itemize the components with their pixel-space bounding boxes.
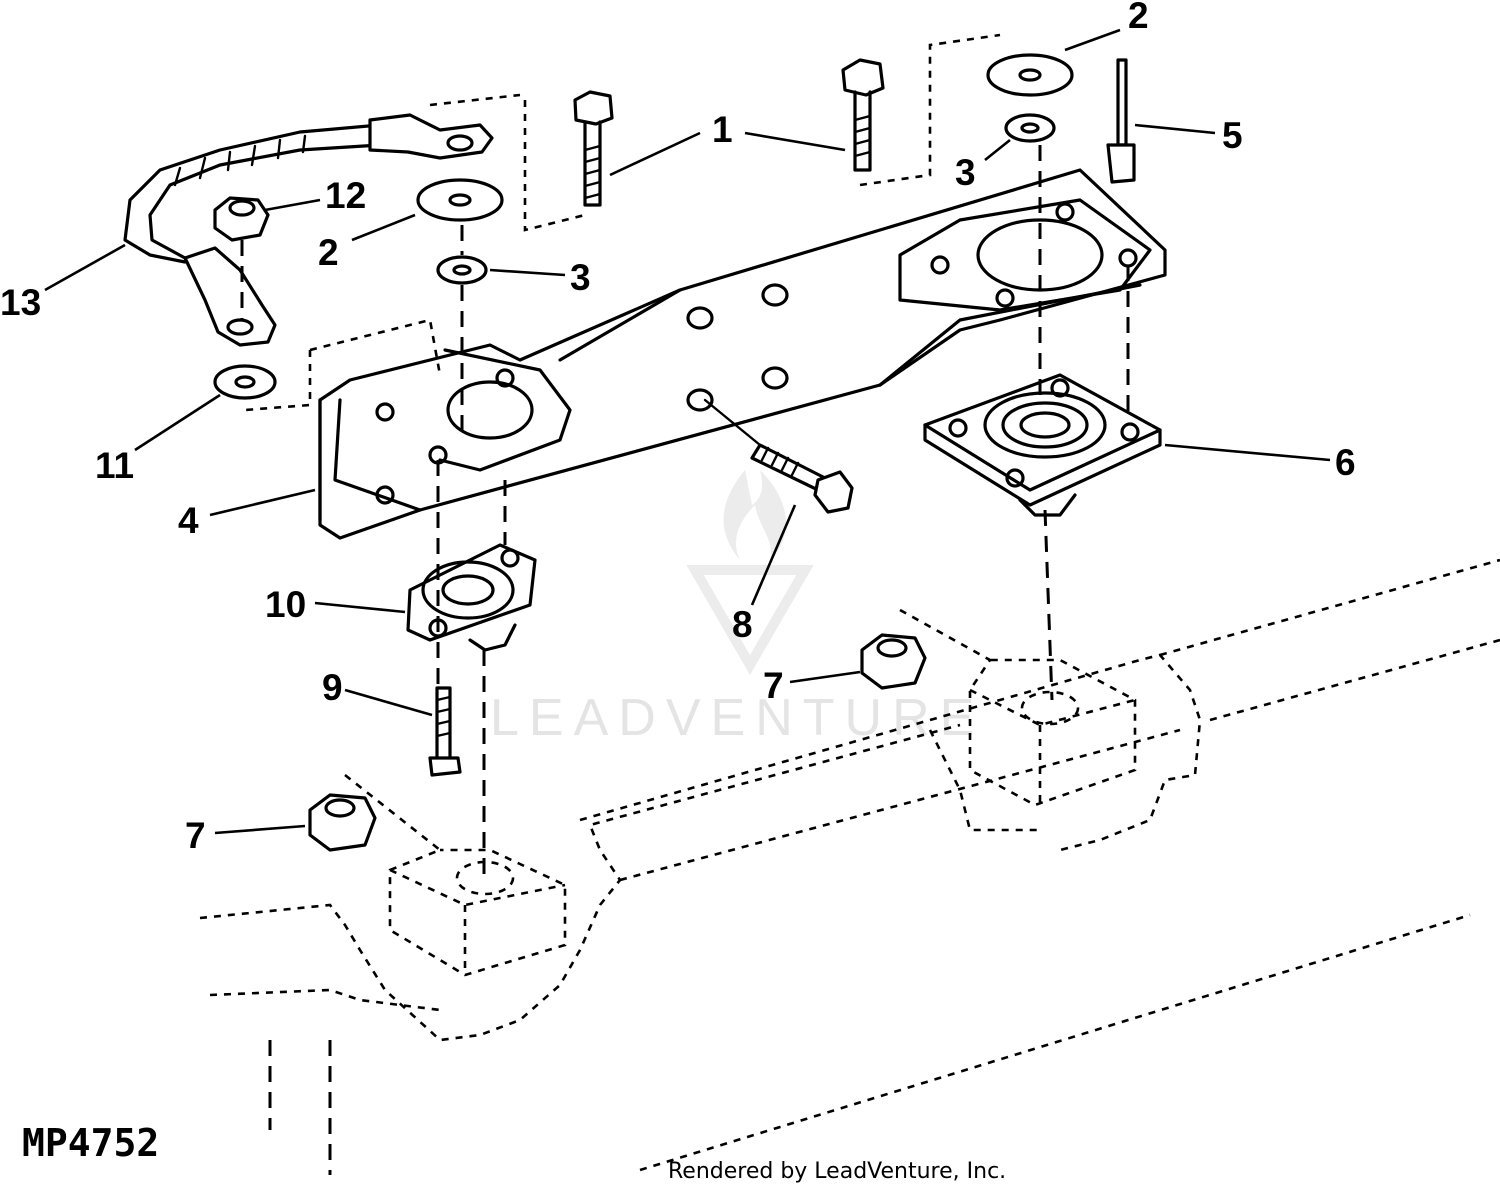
pin [1106,58,1136,184]
callout-7-left: 7 [185,815,206,856]
watermark: LEADVENTURE [490,470,984,747]
nut-12 [213,196,270,242]
bolt-left [573,90,614,207]
lock-washer-3-left [436,255,488,285]
ground-strap [123,113,494,347]
lock-washer-3-right [1004,113,1056,143]
bolt-right [841,58,885,172]
callouts: 1 2 2 3 3 4 5 6 7 7 8 9 10 11 12 13 [0,0,1356,856]
callout-8: 8 [732,604,753,645]
washer-2-right [986,53,1074,97]
callout-5: 5 [1222,115,1243,156]
callout-3-right: 3 [955,152,976,193]
leader-lines [44,28,1331,835]
footer-credit: Rendered by LeadVenture, Inc. [668,1159,1006,1184]
callout-9: 9 [322,667,343,708]
callout-2-left: 2 [318,232,339,273]
frame-outline [199,558,1500,1175]
callout-3-left: 3 [570,257,591,298]
bolt-8 [750,443,854,514]
callout-6: 6 [1335,442,1356,483]
bolt-9 [428,686,462,777]
figure-id: MP4752 [22,1121,159,1165]
isolator-right [923,373,1162,517]
callout-1: 1 [712,109,733,150]
isolator-left [406,543,537,652]
callout-12: 12 [325,175,366,216]
callout-10: 10 [265,584,306,625]
nut-7-right [860,633,927,690]
washer-2-left [416,178,504,222]
callout-13: 13 [0,282,41,323]
nut-7-left [308,793,377,852]
callout-11: 11 [95,445,134,486]
callout-7-right: 7 [763,665,784,706]
mounting-bracket [318,168,1167,540]
watermark-text: LEADVENTURE [490,689,984,747]
callout-4: 4 [178,500,199,541]
assembly-lines [240,33,1130,880]
washer-11 [213,364,277,400]
callout-2-right: 2 [1128,0,1149,36]
